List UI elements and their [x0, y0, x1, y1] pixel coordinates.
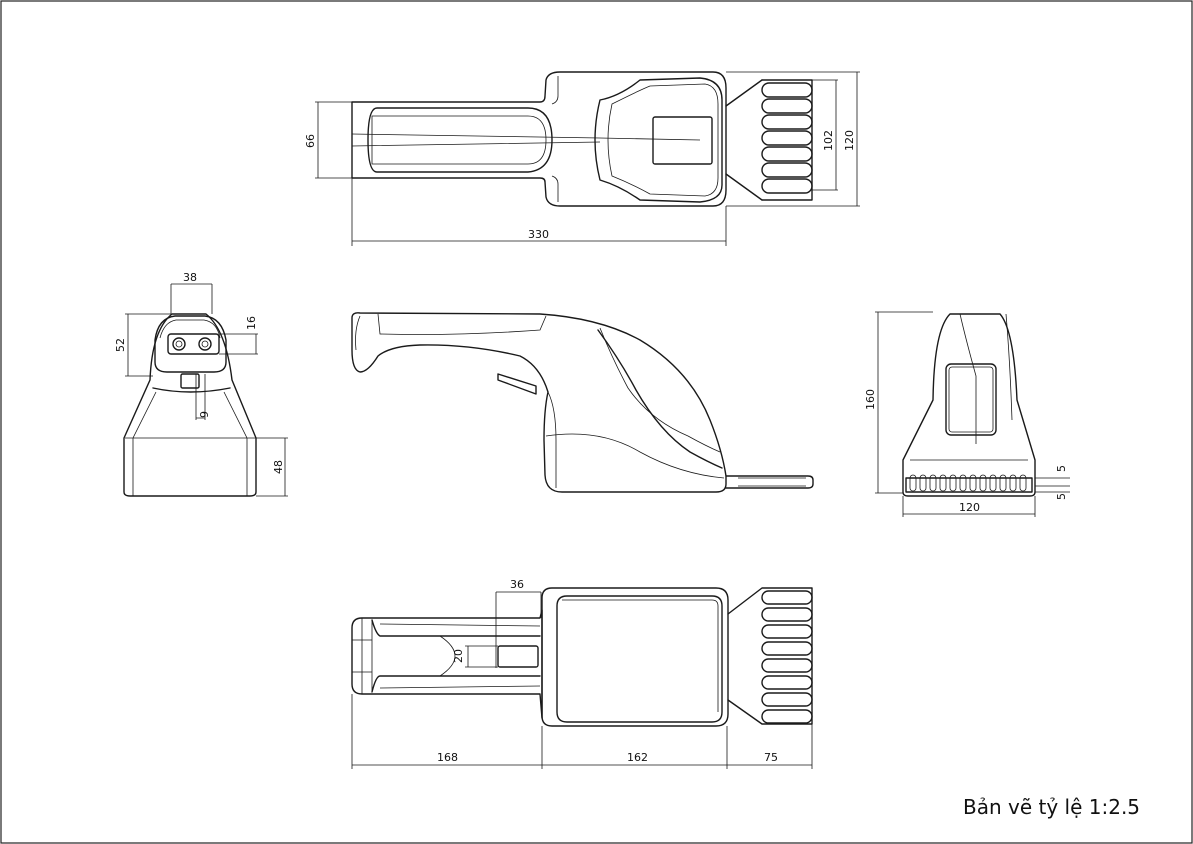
dim-bottom-slot-width: 20: [452, 649, 465, 663]
dim-bottom-slot-length: 36: [510, 578, 524, 591]
dim-front-base-height: 48: [272, 460, 285, 474]
top-view: 66 330 102 120: [304, 71, 860, 246]
dim-front-height-top: 52: [114, 338, 127, 352]
dim-front-button-width: 9: [198, 411, 211, 418]
dim-end-height: 160: [864, 389, 877, 410]
dim-end-tooth-gap-a: 5: [1055, 465, 1068, 472]
dim-top-length: 330: [528, 228, 549, 241]
dim-front-width-top: 38: [183, 271, 197, 284]
side-view: [351, 312, 814, 493]
dim-top-comb-width: 102: [822, 130, 835, 151]
dim-top-head-width: 120: [843, 130, 856, 151]
dim-bottom-handle-length: 168: [437, 751, 458, 764]
comb-teeth-top: [761, 82, 813, 194]
comb-teeth-bottom: [761, 590, 813, 724]
bottom-view: 36 20 168 162 75: [351, 578, 813, 769]
dim-bottom-head-length: 162: [627, 751, 648, 764]
dim-top-width: 66: [304, 134, 317, 148]
dim-end-tooth-gap-b: 5: [1055, 493, 1068, 500]
front-view: 38 52 16 9 48: [114, 271, 288, 497]
scale-note: Bản vẽ tỷ lệ 1:2.5: [963, 795, 1141, 819]
dim-front-jack-height: 16: [245, 316, 258, 330]
end-view-comb-teeth: [909, 474, 1027, 492]
top-view-dimensions: 66 330 102 120: [304, 71, 860, 246]
dim-end-width: 120: [959, 501, 980, 514]
end-view: 160 120 5 5: [864, 311, 1070, 517]
dim-bottom-comb-length: 75: [764, 751, 778, 764]
